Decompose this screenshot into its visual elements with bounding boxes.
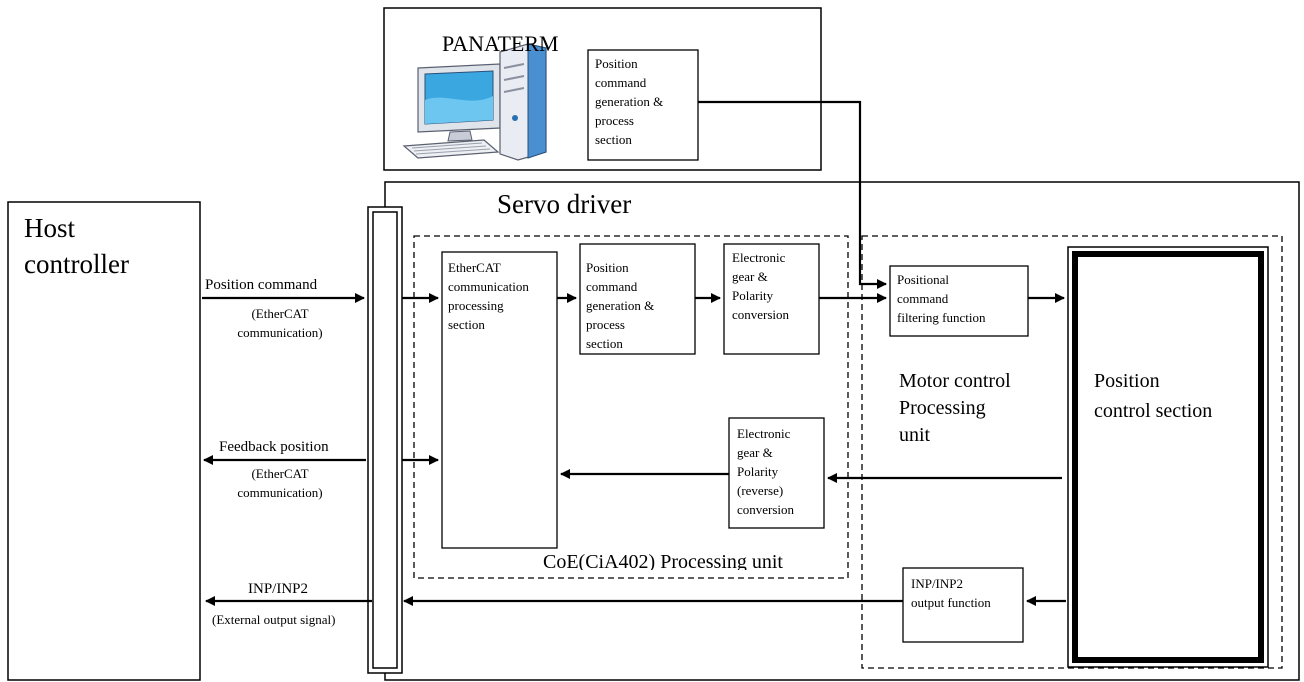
position-command-generation-label: Position command generation & process se… <box>586 260 655 351</box>
electronic-gear-reverse-label: Electronic gear & Polarity (reverse) con… <box>737 426 795 517</box>
panaterm-block-label: Position command generation & process se… <box>595 56 664 147</box>
position-command-generation-box <box>579 243 696 355</box>
position-command-sub: (EtherCAT communication) <box>237 306 323 340</box>
host-controller-label: Host controller <box>24 213 129 279</box>
ethercat-processing-label: EtherCAT communication processing sectio… <box>448 260 529 332</box>
inp-output-function-box <box>902 567 1024 643</box>
position-control-section-label: Position control section <box>1094 370 1213 422</box>
panaterm-box <box>383 7 822 171</box>
host-controller-box <box>7 201 201 681</box>
panaterm-to-filter-arrow <box>698 100 887 289</box>
coe-processing-unit-region <box>413 235 849 579</box>
inp-sub: (External output signal) <box>212 612 336 627</box>
electronic-gear-reverse-box <box>728 417 825 529</box>
position-command-label: Position command <box>205 277 318 293</box>
servo-driver-title: Servo driver <box>497 189 632 219</box>
ethercat-processing-box <box>441 251 558 549</box>
electronic-gear-label: Electronic gear & Polarity conversion <box>732 250 790 322</box>
computer-icon <box>402 43 547 161</box>
feedback-position-sub: (EtherCAT communication) <box>237 466 323 500</box>
motor-control-unit-label: Motor control Processing unit <box>899 370 1011 446</box>
positional-command-filter-label: Positional command filtering function <box>897 272 986 325</box>
positional-command-filter-box <box>889 265 1029 337</box>
panaterm-position-command-box <box>587 49 699 161</box>
inp-output-function-label: INP/INP2 output function <box>911 576 991 610</box>
inp-label: INP/INP2 <box>248 581 309 597</box>
position-control-section-box <box>1067 246 1269 668</box>
panaterm-title: PANATERM <box>442 31 559 56</box>
motor-control-processing-unit-region <box>861 235 1283 669</box>
coe-unit-label: CoE(CiA402) Processing unit <box>543 551 783 570</box>
electronic-gear-box <box>723 243 820 355</box>
feedback-position-label: Feedback position <box>219 439 329 455</box>
